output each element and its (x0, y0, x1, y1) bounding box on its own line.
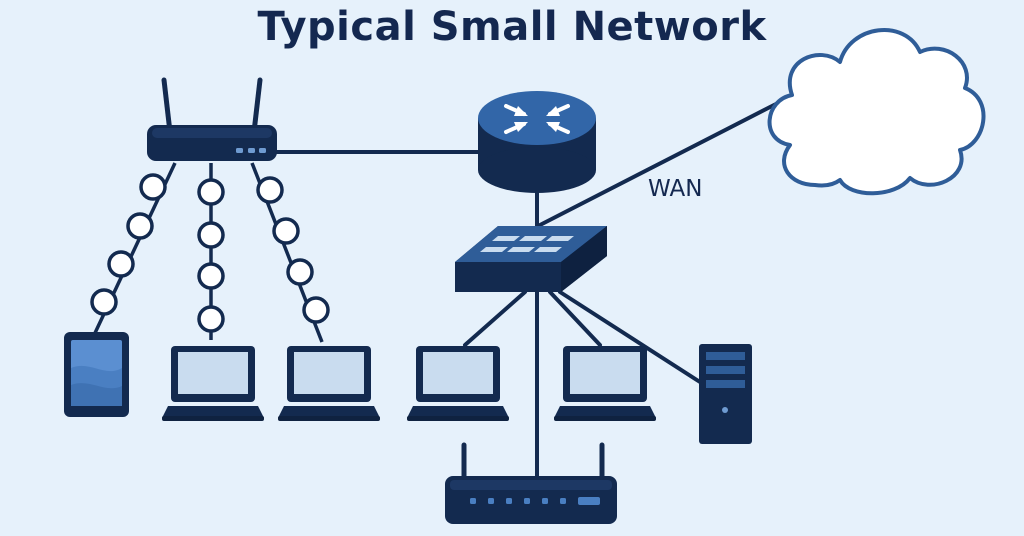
wireless-link-tablet (90, 162, 177, 334)
links (270, 102, 778, 480)
wan-label: WAN (648, 176, 703, 202)
tablet-icon (64, 332, 129, 417)
link-switch-server (558, 290, 702, 384)
laptop-icon-1 (162, 346, 264, 421)
link-switch-cloud (538, 102, 778, 227)
wireless-link-laptop-2 (250, 162, 330, 343)
router-icon (478, 91, 596, 193)
wireless-router-icon (147, 77, 277, 161)
server-tower-icon (699, 344, 752, 444)
laptop-icon-3 (407, 346, 509, 421)
cloud-icon (767, 28, 986, 196)
wireless-link-laptop-1 (197, 163, 225, 340)
modem-icon (445, 442, 617, 524)
link-switch-laptop-3 (463, 290, 527, 347)
laptop-icon-4 (554, 346, 656, 421)
laptop-icon-2 (278, 346, 380, 421)
diagram-title: Typical Small Network (257, 4, 767, 50)
switch-icon (455, 226, 607, 292)
link-switch-laptop-4 (548, 290, 602, 347)
